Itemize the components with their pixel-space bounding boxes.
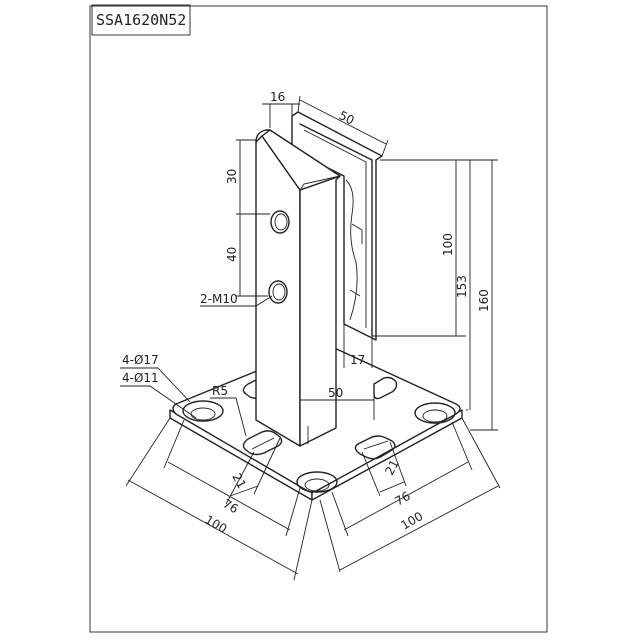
dim-top-width: 50: [337, 108, 357, 127]
dim-hole-dia: 4-Ø11: [122, 371, 159, 385]
dim-post-width: 50: [328, 386, 343, 400]
counterbore-hole-right: [414, 402, 456, 424]
dim-base-left: 100: [203, 512, 230, 536]
dim-thread-holes: 2-M10: [200, 292, 238, 306]
counterbore-hole-front: [296, 471, 338, 493]
dim-slot-bottom-height: 153: [455, 275, 469, 298]
slot-right: [354, 435, 396, 460]
slot-back-right: [373, 376, 398, 400]
dim-slot-width-right: 21: [382, 457, 402, 477]
dim-slot-gap: 17: [350, 353, 365, 367]
dimension-lines: 16 50 30 40 2-M10 100 153 160 17 50 4-Ø1…: [120, 90, 501, 581]
slot-left: [242, 430, 283, 456]
part-number-label: SSA1620N52: [96, 11, 186, 29]
dim-slot-width-left: 21: [229, 471, 249, 491]
post-body: [255, 111, 383, 447]
drawing-frame: [89, 5, 548, 633]
dim-corner-radius: R5: [212, 384, 228, 398]
dim-hole-top-offset: 30: [225, 169, 239, 184]
dim-hole-spacing: 40: [225, 247, 239, 262]
dim-hole-pitch-right: 76: [393, 489, 413, 509]
dim-base-right: 100: [399, 509, 426, 533]
dim-hole-pitch-left: 76: [221, 496, 241, 516]
title-block: SSA1620N52: [91, 4, 191, 36]
thread-hole-bottom: [268, 280, 288, 304]
dim-slot-height: 100: [441, 233, 455, 256]
thread-hole-top: [270, 210, 290, 234]
dim-top-depth: 16: [270, 90, 285, 104]
dim-counterbore-dia: 4-Ø17: [122, 353, 159, 367]
dim-overall-height: 160: [477, 289, 491, 312]
